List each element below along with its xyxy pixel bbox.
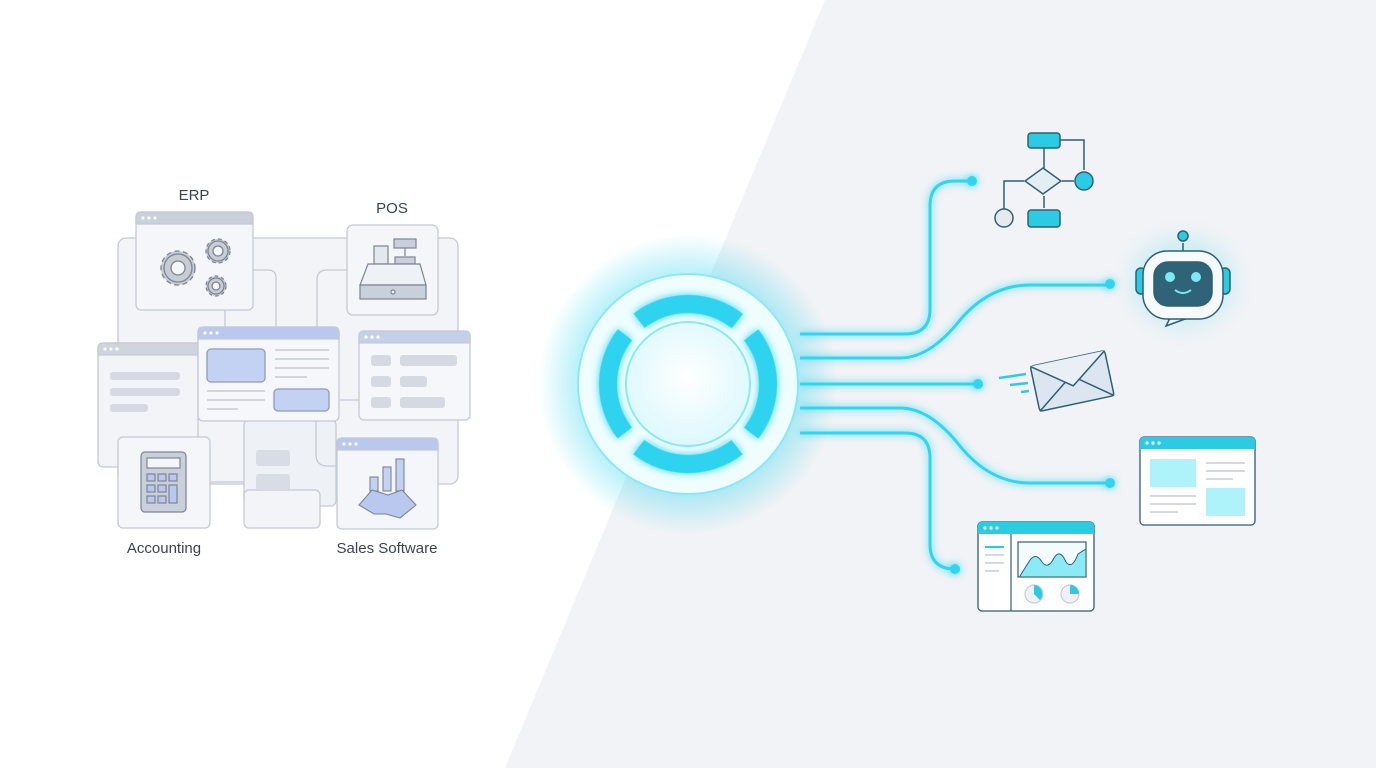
- workflow-flowchart-icon: [994, 132, 1094, 228]
- placeholder-block: [256, 450, 290, 466]
- sales-software-window: [336, 437, 439, 530]
- handshake-chart-icon: [358, 458, 417, 519]
- gears-icon: [160, 238, 231, 297]
- connector-to-workflow: [800, 179, 972, 336]
- connector-to-dashboard: [800, 431, 956, 571]
- web-page-icon: [1139, 436, 1256, 526]
- left-window: [97, 342, 199, 468]
- placeholder-block: [256, 474, 290, 490]
- cash-register-icon: [359, 238, 427, 300]
- pos-window: [346, 224, 439, 316]
- dashboard-analytics-icon: [977, 521, 1095, 612]
- accounting-label: Accounting: [126, 540, 202, 557]
- chatbot-icon: [1131, 230, 1235, 328]
- hub-inner-circle: [625, 321, 751, 447]
- connector-to-webpage: [800, 406, 1110, 485]
- connector-end-dots: [950, 176, 1115, 574]
- right-window: [358, 330, 471, 421]
- back-panel-bottom2: [243, 489, 321, 529]
- email-icon: [998, 350, 1115, 412]
- integration-hub: [538, 234, 838, 534]
- source-systems-cluster: [97, 211, 471, 530]
- accounting-window: [117, 436, 211, 529]
- sales-software-label: Sales Software: [336, 540, 438, 557]
- calculator-icon: [140, 451, 187, 513]
- pos-label: POS: [376, 200, 408, 217]
- connector-to-chatbot: [800, 283, 1110, 360]
- hub-segment-ring: [599, 295, 777, 473]
- erp-window: [135, 211, 254, 311]
- center-window: [197, 326, 340, 422]
- output-connectors: [800, 179, 1110, 571]
- erp-label: ERP: [178, 187, 210, 204]
